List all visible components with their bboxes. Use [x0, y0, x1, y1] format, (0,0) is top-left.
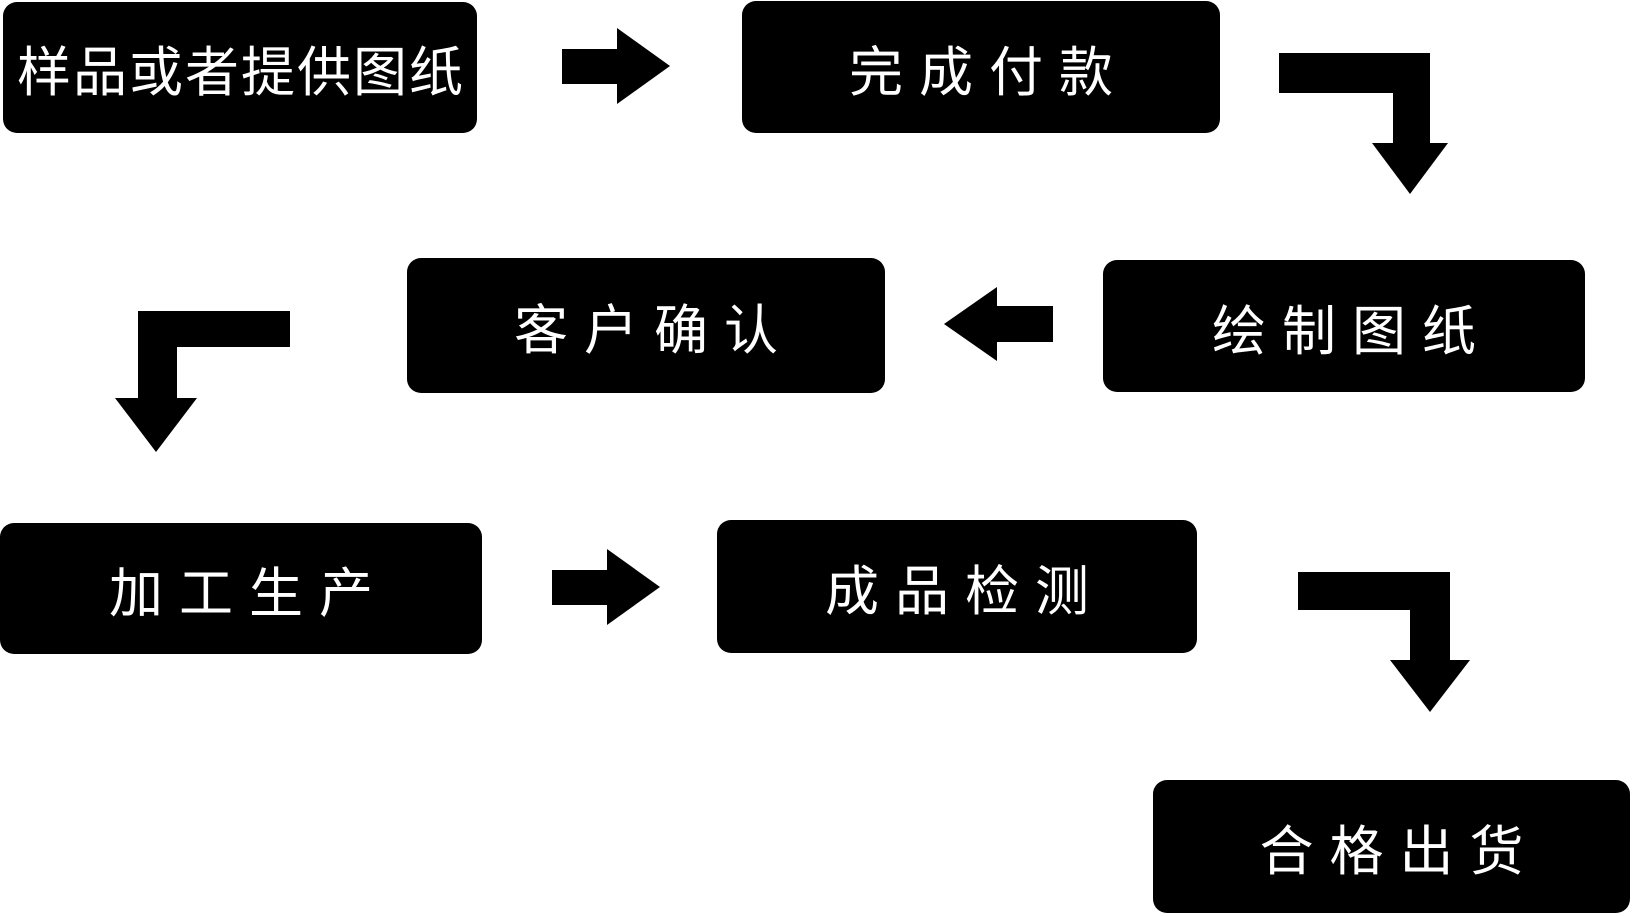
arrow-shaft: [1298, 572, 1450, 610]
arrow-head: [115, 398, 197, 452]
flow-node-product-inspection: 成品检测: [717, 520, 1197, 653]
arrow-shaft: [562, 48, 617, 84]
arrow-shaft: [1410, 610, 1450, 660]
flow-node-customer-confirmation: 客户确认: [407, 258, 885, 393]
flow-node-sample-or-drawings: 样品或者提供图纸: [3, 2, 477, 133]
flow-node-qualified-shipment: 合格出货: [1153, 780, 1630, 913]
arrow-shaft: [997, 306, 1053, 342]
arrow-head: [944, 287, 997, 361]
arrow-head: [1390, 660, 1470, 712]
arrow-shaft: [138, 347, 177, 398]
arrow-shaft: [1393, 93, 1430, 143]
flow-node-complete-payment: 完成付款: [742, 1, 1220, 133]
flow-node-draw-drawings: 绘制图纸: [1103, 260, 1585, 392]
arrow-head: [617, 28, 670, 104]
arrow-right-icon: [562, 28, 670, 104]
arrow-elbow-down-icon: [1279, 53, 1449, 194]
arrow-shaft: [1279, 53, 1430, 93]
arrow-elbow-down-icon: [115, 311, 291, 453]
arrow-head: [1372, 143, 1448, 194]
arrow-shaft: [138, 311, 290, 347]
arrow-head: [607, 549, 660, 625]
arrow-left-icon: [944, 287, 1053, 361]
flow-node-processing-production: 加工生产: [0, 523, 482, 654]
arrow-right-icon: [552, 549, 660, 625]
arrow-shaft: [552, 569, 607, 605]
arrow-elbow-down-icon: [1298, 572, 1470, 713]
